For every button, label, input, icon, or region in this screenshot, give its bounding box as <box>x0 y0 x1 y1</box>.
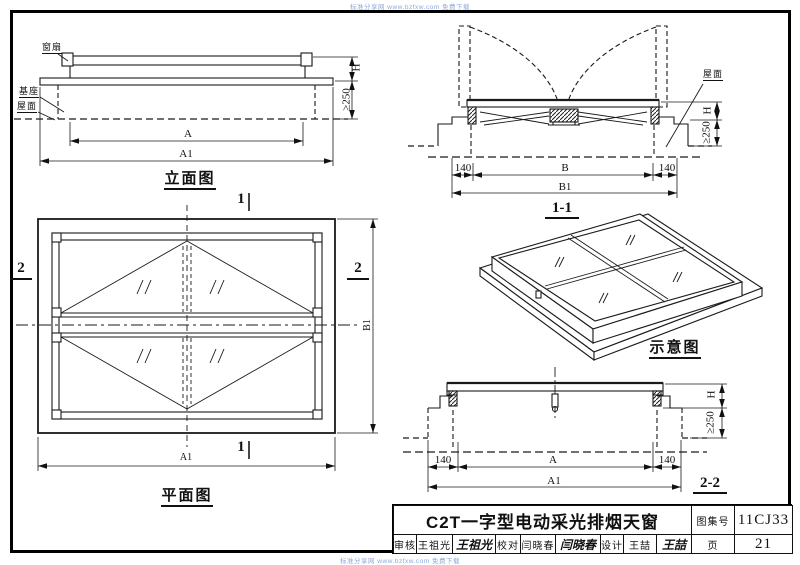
section11-dim-b: B <box>561 162 569 174</box>
elevation-dim-250: ≥250 <box>340 88 353 111</box>
watermark-bottom: 标准分享网 www.bzfxw.com 免费下载 <box>340 558 460 565</box>
plan-marker-1-bottom: 1 <box>237 439 245 455</box>
design-signature: 王喆 <box>656 534 692 554</box>
section11-roof-label: 屋面 <box>703 69 724 81</box>
drawing-title: C2T一字型电动采光排烟天窗 <box>393 505 692 535</box>
review-signature: 王祖光 <box>452 534 496 554</box>
section11-title: 1-1 <box>545 200 579 219</box>
section22-dim-a: A <box>549 454 557 466</box>
plan-dim-a1: A1 <box>179 452 193 463</box>
page-label: 页 <box>691 534 735 554</box>
section22-title: 2-2 <box>693 475 727 494</box>
plan-title: 平面图 <box>161 487 213 507</box>
title-block: C2T一字型电动采光排烟天窗 图集号 11CJ33 审核 王祖光 王祖光 校对 … <box>392 504 793 554</box>
plan-marker-2-right: 2 <box>347 260 369 280</box>
elevation-sash-label: 窗扇 <box>42 42 63 54</box>
section-1-1-drawing <box>408 25 722 198</box>
page-number: 21 <box>734 534 793 554</box>
design-label: 设计 <box>600 534 624 554</box>
plan-drawing <box>16 193 378 471</box>
section22-dim-250: ≥250 <box>704 411 717 434</box>
proof-signature: 闫晓春 <box>555 534 601 554</box>
elevation-dim-a: A <box>184 128 192 140</box>
atlas-number-value: 11CJ33 <box>734 505 793 535</box>
elevation-base-label: 基座 <box>19 86 40 98</box>
section11-dim-140-left: 140 <box>454 162 472 174</box>
section11-dim-250: ≥250 <box>700 121 713 144</box>
proof-name: 闫晓春 <box>520 534 556 554</box>
section22-dim-140-right: 140 <box>658 454 676 466</box>
elevation-dim-a1: A1 <box>179 148 193 160</box>
proof-label: 校对 <box>495 534 521 554</box>
section11-dim-b1: B1 <box>558 181 572 193</box>
elevation-drawing <box>14 52 358 166</box>
plan-marker-1-top: 1 <box>237 191 245 207</box>
schematic-drawing <box>478 213 764 362</box>
section11-dim-140-right: 140 <box>658 162 676 174</box>
plan-marker-2-left: 2 <box>10 260 32 280</box>
section22-dim-140-left: 140 <box>434 454 452 466</box>
schematic-title: 示意图 <box>649 339 701 359</box>
plan-dim-b1: B1 <box>362 319 373 331</box>
section22-dim-a1: A1 <box>547 475 561 487</box>
section-2-2-drawing <box>403 367 727 492</box>
elevation-title: 立面图 <box>164 170 216 190</box>
elevation-roof-label: 屋面 <box>17 101 38 113</box>
watermark-top: 标准分享网 www.bzfxw.com 免费下载 <box>350 4 470 11</box>
review-label: 审核 <box>393 534 417 554</box>
atlas-number-label: 图集号 <box>691 505 735 535</box>
review-name: 王祖光 <box>416 534 453 554</box>
design-name: 王喆 <box>623 534 657 554</box>
